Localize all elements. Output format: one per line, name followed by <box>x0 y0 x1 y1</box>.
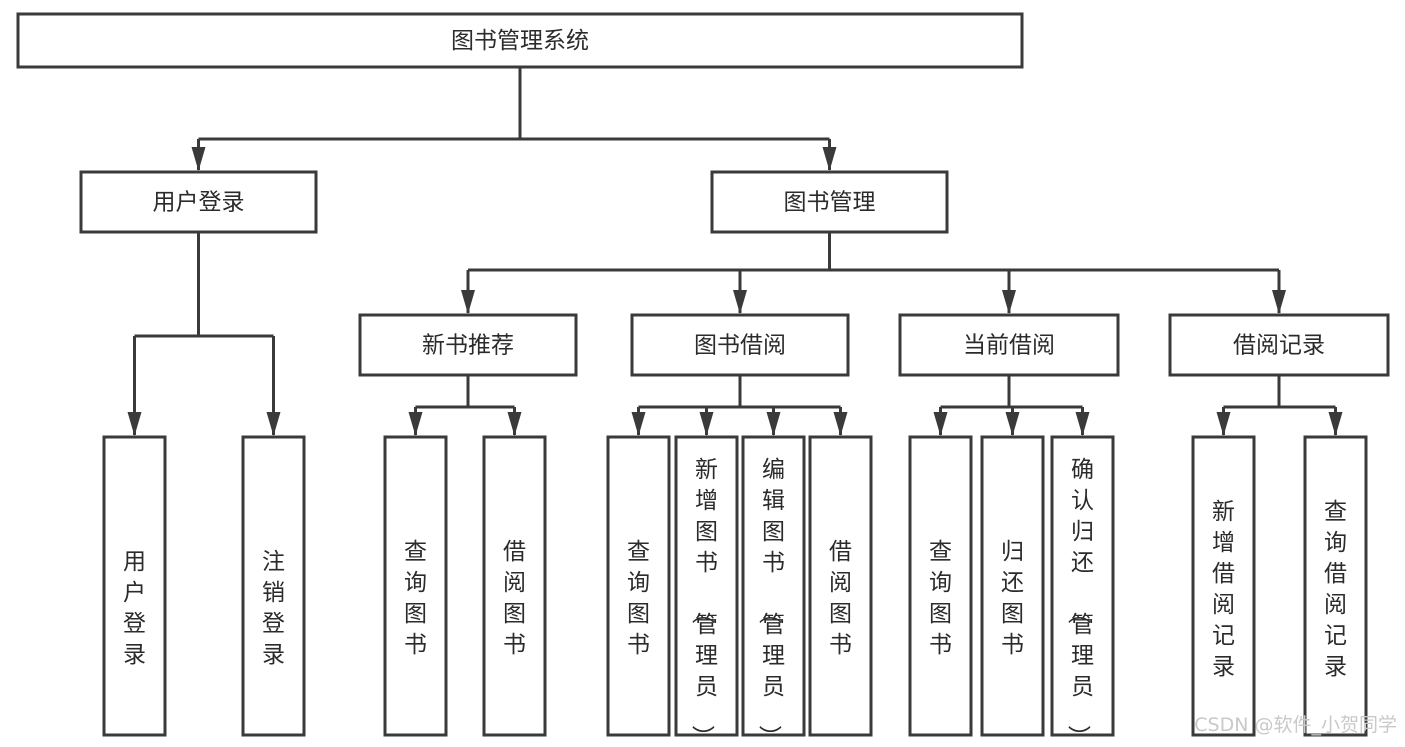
node-label: 归还图书 <box>1001 539 1024 658</box>
node-box <box>16 12 1024 69</box>
node-box <box>482 435 547 737</box>
node-box <box>741 435 806 737</box>
node-box <box>674 435 739 737</box>
node-label: 图书借阅 <box>694 333 786 359</box>
node-user-login-do[interactable]: 用户登录 <box>102 435 167 737</box>
node-confirm-return-admin[interactable]: 确认归还（管理员） <box>1050 435 1115 747</box>
node-label: 新增借阅记录 <box>1212 499 1235 680</box>
node-label: 用户登录 <box>123 549 146 668</box>
node-label: 当前借阅 <box>963 333 1055 359</box>
node-query-book-borrow[interactable]: 查询图书 <box>606 435 671 737</box>
node-box <box>808 435 873 737</box>
node-box <box>1050 435 1115 737</box>
node-box <box>606 435 671 737</box>
node-label: 确认归还（管理员） <box>1065 457 1094 747</box>
arrow-head-icon <box>408 412 423 436</box>
node-label: 用户登录 <box>153 190 245 216</box>
node-current-borrow[interactable]: 当前借阅 <box>898 313 1120 377</box>
node-box <box>1191 435 1256 737</box>
node-label: 新增图书（管理员） <box>689 457 718 747</box>
arrow-head-icon <box>833 412 848 436</box>
node-borrow-record[interactable]: 借阅记录 <box>1168 313 1390 377</box>
node-edit-book-admin[interactable]: 编辑图书（管理员） <box>741 435 806 747</box>
node-label: 图书管理系统 <box>451 28 589 54</box>
node-box <box>241 435 306 737</box>
connector-layer <box>127 67 1343 436</box>
arrow-head-icon <box>127 412 142 436</box>
arrow-head-icon <box>1272 290 1286 314</box>
node-label: 新书推荐 <box>422 333 514 359</box>
node-label: 注销登录 <box>262 549 285 668</box>
arrow-head-icon <box>191 147 206 171</box>
arrow-head-icon <box>766 412 781 436</box>
node-label: 图书管理 <box>784 190 876 216</box>
node-box <box>980 435 1045 737</box>
node-user-logout[interactable]: 注销登录 <box>241 435 306 737</box>
arrow-head-icon <box>507 412 522 436</box>
node-box <box>358 313 578 377</box>
node-return-book[interactable]: 归还图书 <box>980 435 1045 737</box>
node-box <box>79 170 318 234</box>
node-query-book-rec[interactable]: 查询图书 <box>383 435 448 737</box>
arrow-head-icon <box>1005 412 1020 436</box>
node-book-manage[interactable]: 图书管理 <box>710 170 949 234</box>
arrow-head-icon <box>461 290 475 314</box>
arrow-head-icon <box>631 412 646 436</box>
node-root[interactable]: 图书管理系统 <box>16 12 1024 69</box>
node-box <box>710 170 949 234</box>
node-box <box>383 435 448 737</box>
node-label: 查询图书 <box>627 539 650 658</box>
node-borrow-book-do[interactable]: 借阅图书 <box>808 435 873 737</box>
node-layer: 图书管理系统用户登录图书管理新书推荐图书借阅当前借阅借阅记录用户登录注销登录查询… <box>16 12 1390 747</box>
node-box <box>1303 435 1368 737</box>
node-query-book-current[interactable]: 查询图书 <box>908 435 973 737</box>
node-book-borrow[interactable]: 图书借阅 <box>630 313 850 377</box>
arrow-head-icon <box>266 412 281 436</box>
node-new-book-rec[interactable]: 新书推荐 <box>358 313 578 377</box>
node-box <box>630 313 850 377</box>
node-label: 借阅图书 <box>503 539 526 658</box>
node-query-borrow-record[interactable]: 查询借阅记录 <box>1303 435 1368 737</box>
node-label: 查询借阅记录 <box>1324 499 1347 680</box>
arrow-head-icon <box>699 412 714 436</box>
csdn-watermark: CSDN @软件_小贺同学 <box>1194 714 1397 736</box>
node-box <box>102 435 167 737</box>
arrow-head-icon <box>733 290 747 314</box>
arrow-head-icon <box>1002 290 1016 314</box>
arrow-head-icon <box>1075 412 1090 436</box>
node-label: 查询图书 <box>404 539 427 658</box>
node-label: 借阅记录 <box>1233 333 1325 359</box>
node-user-login[interactable]: 用户登录 <box>79 170 318 234</box>
arrow-head-icon <box>1216 412 1231 436</box>
arrow-head-icon <box>933 412 948 436</box>
node-borrow-book-rec[interactable]: 借阅图书 <box>482 435 547 737</box>
node-add-book-admin[interactable]: 新增图书（管理员） <box>674 435 739 747</box>
arrow-head-icon <box>1328 412 1343 436</box>
node-label: 查询图书 <box>929 539 952 658</box>
arrow-head-icon <box>822 147 837 171</box>
node-box <box>1168 313 1390 377</box>
node-box <box>908 435 973 737</box>
node-box <box>898 313 1120 377</box>
node-label: 编辑图书（管理员） <box>756 457 785 747</box>
node-label: 借阅图书 <box>829 539 852 658</box>
node-add-borrow-record[interactable]: 新增借阅记录 <box>1191 435 1256 737</box>
